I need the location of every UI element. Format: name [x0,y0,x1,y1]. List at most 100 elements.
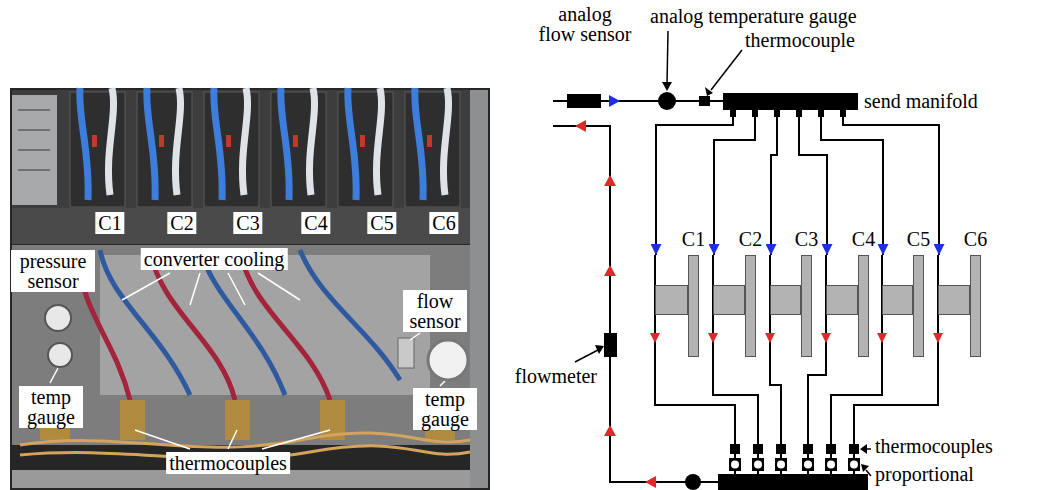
thermocouple-wire [20,433,470,447]
photo-callout: C1 [95,212,124,234]
thermocouple-symbol [776,444,786,454]
panel-slot [18,129,50,131]
converter-body [801,255,812,357]
return-pipe [713,255,758,474]
leader-line [440,381,445,386]
converter-body [688,255,699,357]
blue-cable [147,88,155,200]
valve-symbol [802,458,814,471]
leader-line [228,430,237,449]
blue-cable [80,88,88,200]
module-marker [293,135,298,147]
thermocouple-symbol [803,444,813,454]
pressure-gauge [45,305,71,331]
flow-sensor-symbol [567,94,601,108]
photo-callout: C2 [167,212,196,234]
brass-fitting [225,400,250,440]
cold-plate [882,285,913,315]
photo-callout: C5 [367,212,396,234]
temp-dial [48,343,72,367]
part-label: thermocouple [745,30,855,50]
converter-body [858,255,869,357]
return-arrow [650,333,660,343]
part-label: flowmeter [515,366,597,386]
return-arrow [604,175,616,186]
leader-line [575,350,598,362]
coolant-line [771,110,777,255]
valve-symbol [775,458,787,471]
leader-line [410,333,420,340]
module-marker [92,135,97,147]
return-arrow [765,333,775,343]
leader-line [262,430,330,449]
temp-gauge-symbol [685,474,701,490]
white-cable [309,88,314,195]
valve-symbol [825,458,837,471]
photo-callout: C4 [301,212,330,234]
side-panel [12,95,57,205]
valve-symbol [752,458,764,471]
photo-callout: temp gauge [413,388,477,430]
return-arrow [933,333,943,343]
manifold-bar: send manifold [723,93,858,110]
part-label: proportional [875,464,974,484]
leader-line [190,273,200,305]
converter: C6 [938,255,981,357]
panel-slot [18,169,50,171]
leader-line [258,273,300,300]
photo-callout: flow sensor [403,290,467,332]
converter-body [913,255,924,357]
converter: C2 [713,255,756,357]
return-arrow [604,425,616,436]
converter-label: C2 [739,229,762,249]
leader-line [228,273,245,305]
converter-body [970,255,981,357]
module-marker [427,135,432,147]
part-label: thermocouples [875,436,993,456]
red-hose [240,250,330,400]
converter-label: C6 [964,229,987,249]
thermocouple-symbol [826,444,836,454]
leader-arrowhead [595,345,604,354]
return-line [553,126,718,482]
blue-cable [348,88,356,200]
return-manifold [718,474,868,490]
brass-fitting [120,400,145,440]
flowmeter-symbol [604,333,617,357]
white-cable [242,88,247,195]
white-cable [108,88,113,195]
lower-panel [12,245,472,445]
module-marker [360,135,365,147]
leader-arrowhead [705,87,713,96]
coolant-line [821,110,883,255]
cold-plate [826,285,858,315]
blue-hose [300,250,400,380]
cold-plate [938,285,970,315]
converter: C4 [826,255,869,357]
converter: C1 [655,255,699,357]
return-arrow [708,333,718,343]
converter-label: C4 [852,229,875,249]
flow-sensor-body [398,338,414,368]
module-marker [159,135,164,147]
leader-line [667,31,668,84]
blue-hose [200,250,285,395]
blue-cable [214,88,222,200]
converter-label: C3 [795,229,818,249]
valve-disc [850,461,858,469]
temp-gauge-symbol [658,92,676,110]
cold-plate [655,285,688,315]
thermocouple-symbol [699,96,710,106]
leader-line [122,273,170,300]
cold-plate [713,285,745,315]
coolant-line [656,110,733,255]
blue-hose [100,250,190,395]
valve-symbol [729,458,741,471]
valve-disc [777,461,785,469]
panel-slot [18,109,50,111]
photo-callout: converter cooling [141,248,288,270]
converter: C3 [770,255,812,357]
return-arrow [877,333,887,343]
